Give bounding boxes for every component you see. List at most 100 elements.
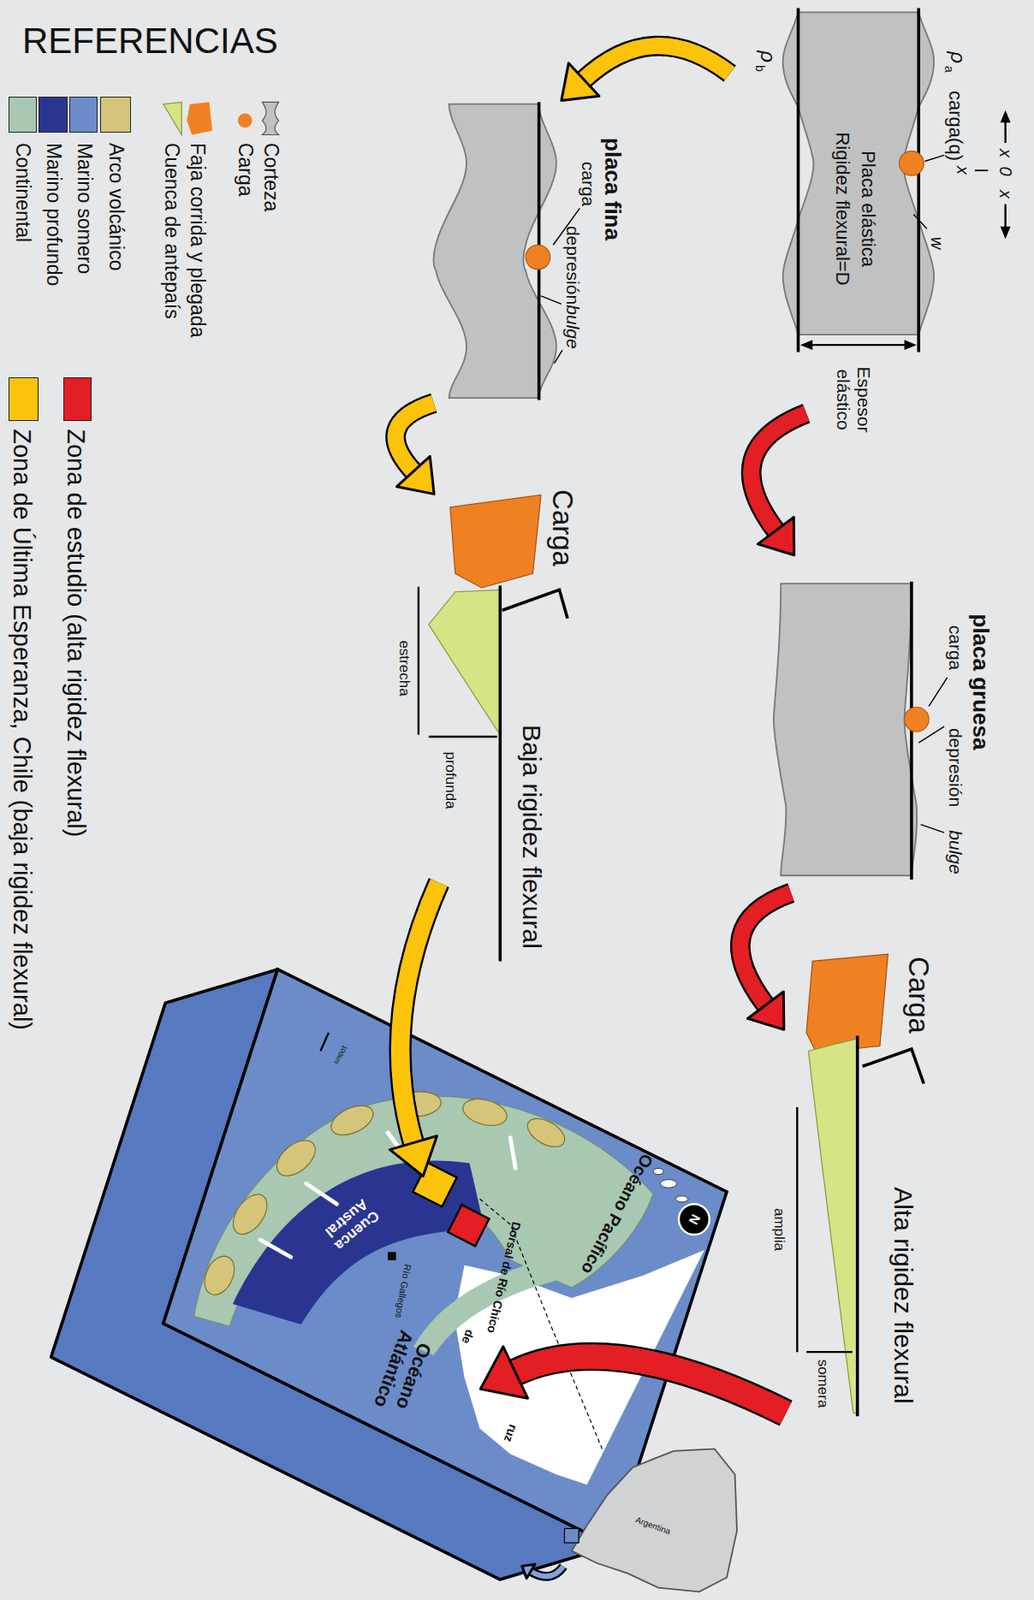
map <box>653 1168 689 1202</box>
flow-arrow <box>740 893 791 1006</box>
elastic-plate <box>916 8 921 353</box>
diagram-label: 100km <box>332 1043 349 1065</box>
flow-arrow <box>751 413 807 531</box>
map <box>510 1138 516 1170</box>
diagram-label: a <box>941 65 956 73</box>
diagram-label: ruz <box>500 1423 520 1445</box>
diagram-label: depresión <box>944 728 966 808</box>
diagram-label: bulge <box>562 304 583 349</box>
diagram-label: carga <box>577 160 599 207</box>
foreland-high <box>808 1039 857 1415</box>
foreland-low <box>417 587 420 736</box>
diagram-label: Placa elástica <box>856 151 879 268</box>
thin-plate <box>540 296 562 305</box>
elastic-plate <box>974 169 989 172</box>
flow-arrow <box>515 1356 786 1414</box>
foreland-high <box>806 1351 853 1354</box>
map <box>198 1090 570 1301</box>
flow-arrow <box>389 1136 437 1177</box>
legend-samples <box>186 101 213 135</box>
flow-arrow <box>400 883 440 1144</box>
legend-text: Zona de Última Esperanza, Chile (baja ri… <box>8 428 36 1031</box>
diagram-label: Océano Atlántico <box>366 1319 440 1427</box>
elastic-plate <box>783 11 934 335</box>
legend-text: Marino somero <box>72 142 96 274</box>
diagram-label: x <box>952 166 972 175</box>
flow-arrow <box>747 992 784 1030</box>
diagram-label: Alta rigidez flexural <box>889 1188 919 1405</box>
flow-arrow <box>515 1356 786 1414</box>
diagram-label: b <box>752 65 767 72</box>
elastic-plate <box>924 154 945 161</box>
foreland-low <box>450 494 541 589</box>
thick-plate <box>928 677 947 707</box>
diagram-label: Baja rigidez flexural <box>517 724 547 950</box>
map <box>678 1204 710 1236</box>
foreland-high <box>796 1107 798 1353</box>
map <box>225 1188 274 1242</box>
diagram-label: x <box>995 148 1015 158</box>
diagram-label: Dorsal de Río Chico <box>483 1220 523 1335</box>
map <box>479 1199 602 1450</box>
map <box>163 969 727 1547</box>
map <box>232 1161 486 1326</box>
legend-swatch <box>100 96 131 133</box>
flow-arrow <box>530 1567 564 1578</box>
flow-arrow <box>530 1567 564 1578</box>
elastic-plate <box>904 339 917 351</box>
foreland-high <box>806 954 888 1054</box>
map <box>459 1094 510 1130</box>
legend-samples <box>261 101 279 135</box>
flow-arrow <box>400 883 440 1144</box>
diagram-label: placa fina <box>600 137 625 241</box>
legend-swatch <box>8 96 37 133</box>
inset-map <box>564 1449 737 1593</box>
foreland-high <box>862 1049 925 1085</box>
inset-map <box>571 1449 737 1593</box>
legend-text: Faja corrida y plegada <box>185 142 208 339</box>
legend-samples <box>163 101 280 135</box>
diagram-label: carga(q) <box>944 90 967 161</box>
diagram-label: placa gruesa <box>967 613 993 750</box>
map <box>260 1240 292 1258</box>
diagram-label: carga <box>944 625 966 672</box>
elastic-plate <box>805 344 912 346</box>
flow-arrow <box>561 63 600 102</box>
elastic-plate <box>783 8 1011 353</box>
legend-samples <box>237 112 253 128</box>
diagram-label: Océano Pacífico <box>577 1151 658 1278</box>
thick-plate <box>918 726 945 743</box>
diagram-label: amplia <box>770 1208 787 1252</box>
thick-plate <box>921 825 945 834</box>
thin-plate <box>433 101 581 400</box>
thick-plate <box>904 707 930 732</box>
elastic-plate <box>1000 110 1011 123</box>
legend-text: Continental <box>11 142 34 243</box>
diagram-label: Argentina <box>634 1515 672 1537</box>
diagram-label: Espesor elástico <box>832 356 874 443</box>
flow-arrow <box>583 46 731 80</box>
diagram-label: Rigidez flexural=D <box>831 132 853 286</box>
map <box>447 1205 489 1247</box>
map <box>260 1133 516 1258</box>
elastic-plate <box>899 151 925 177</box>
thick-plate <box>773 583 917 876</box>
map <box>270 1134 322 1183</box>
flow-arrow <box>757 517 794 555</box>
diagram-label: 0 <box>995 166 1015 177</box>
diagram-label: Carga <box>546 489 579 567</box>
legend-samples <box>163 101 182 135</box>
map <box>194 1096 654 1327</box>
foreland-low <box>428 589 500 735</box>
foreland-low <box>499 586 503 963</box>
legend-text: Zona de estudio (alta rigidez flexural) <box>62 428 90 838</box>
flow-arrow <box>740 893 791 1006</box>
map <box>306 1183 338 1205</box>
diagram-label: bulge <box>944 830 966 874</box>
diagram-label: profunda <box>441 752 458 810</box>
diagram-label: Carga <box>903 956 935 1034</box>
map <box>660 1180 678 1189</box>
diagram-label: depresión <box>562 225 583 305</box>
